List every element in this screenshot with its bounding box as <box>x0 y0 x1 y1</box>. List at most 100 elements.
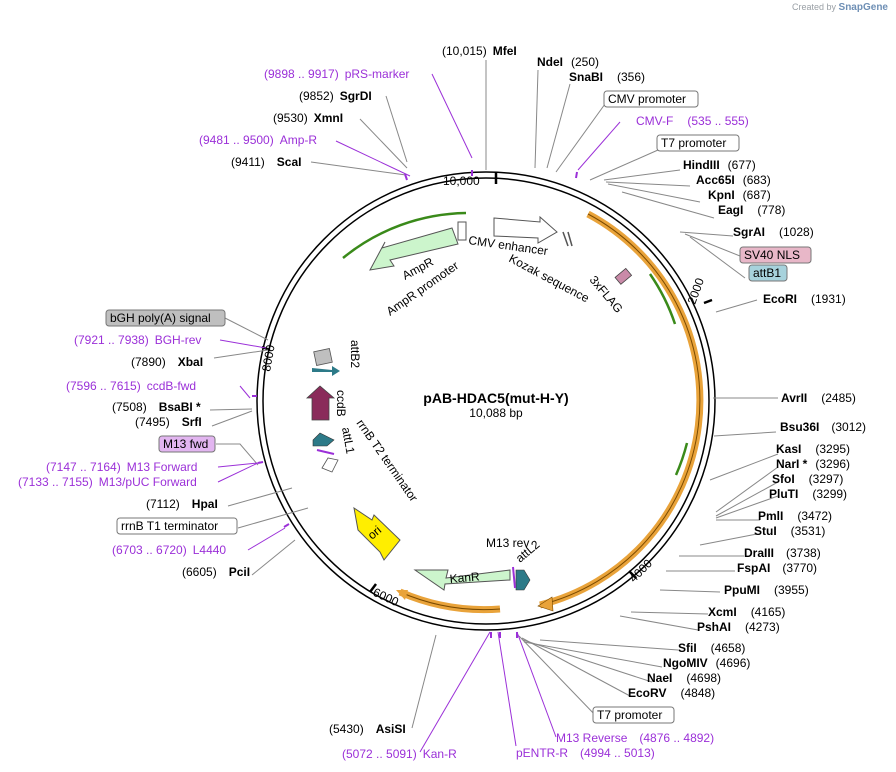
primer-leader-lines <box>217 73 621 753</box>
credit-prefix: Created by <box>791 2 837 12</box>
tick-marks <box>261 172 713 593</box>
attl1-label: attL1 <box>339 426 357 455</box>
enzyme-labels: (10,015)MfeI NdeI(250) SnaBI(356) (9852)… <box>112 44 866 736</box>
green-orf-arrows <box>342 211 689 476</box>
enzyme-label: AvrII(2485) <box>781 391 856 405</box>
lower-orf-arc <box>396 588 501 614</box>
bgh-polya-label: bGH poly(A) signal <box>110 311 211 325</box>
leader-lines <box>209 60 779 729</box>
kanr-arrow <box>413 569 511 591</box>
enzyme-label: EcoRV(4848) <box>628 686 715 700</box>
sv40-nls-label: SV40 NLS <box>744 248 800 262</box>
bgh-polya-box: bGH poly(A) signal <box>105 309 226 327</box>
snapgene-credit: Created by SnapGene <box>792 2 888 13</box>
enzyme-label: (7112)HpaI <box>146 497 218 511</box>
enzyme-label: NdeI(250) <box>537 55 599 69</box>
rrnb-t1-box: rrnB T1 terminator <box>116 517 238 535</box>
attl1-arrow <box>312 432 335 447</box>
m13-rev-label: M13 rev <box>486 536 529 550</box>
kanr-label: KanR <box>449 569 480 586</box>
enzyme-label: DraIII(3738) <box>744 546 821 560</box>
enzyme-label: HindIII(677) <box>683 158 756 172</box>
hdac5-orf-arc <box>537 210 704 612</box>
enzyme-label: (5430)AsiSI <box>329 722 406 736</box>
enzyme-label: PmlI(3472) <box>758 509 832 523</box>
enzyme-label: NgoMIV(4696) <box>663 656 750 670</box>
t7-promoter-top-label: T7 promoter <box>661 136 726 150</box>
credit-brand: SnapGene <box>838 2 888 13</box>
backbone <box>256 171 716 631</box>
flag-marker <box>614 267 633 285</box>
enzyme-label: KasI(3295) <box>776 442 850 456</box>
tick-label-10000: 10,000 <box>443 174 480 188</box>
primer-label: pENTR-R(4994 .. 5013) <box>516 746 655 760</box>
attb2-box <box>313 348 333 366</box>
cmv-promoter-label: CMV promoter <box>608 92 686 106</box>
enzyme-label: NaeI(4698) <box>647 671 721 685</box>
t7-promoter-top-box: T7 promoter <box>656 134 740 152</box>
primer-label: (7133 .. 7155)M13/pUC Forward <box>18 475 197 489</box>
enzyme-label: (9530)XmnI <box>273 111 343 125</box>
enzyme-label: SnaBI(356) <box>569 70 645 84</box>
primer-label: (9481 .. 9500)Amp-R <box>199 133 317 147</box>
primer-ticks <box>252 170 578 638</box>
primer-label: (5072 .. 5091)Kan-R <box>342 747 457 761</box>
enzyme-label: PluTI(3299) <box>769 487 847 501</box>
kozak-label: Kozak sequence <box>507 251 592 305</box>
kozak-mark <box>562 231 569 247</box>
enzyme-label: PshAI(4273) <box>697 620 780 634</box>
primer-label: (7921 .. 7938)BGH-rev <box>74 333 201 347</box>
attl2-arrow <box>515 569 531 591</box>
ampr-promoter-arrow <box>457 221 467 241</box>
attb1-label: attB1 <box>753 266 781 280</box>
m13-fwd-box: M13 fwd <box>158 435 216 453</box>
enzyme-label: EagI(778) <box>718 203 785 217</box>
enzyme-label: (7890)XbaI <box>131 355 203 369</box>
enzyme-label: NarI *(3296) <box>776 457 850 471</box>
enzyme-label: Acc65I(683) <box>696 173 771 187</box>
m13-fwd-label: M13 fwd <box>163 437 208 451</box>
primer-label: M13 Reverse(4876 .. 4892) <box>556 731 714 745</box>
enzyme-label: SfoI(3297) <box>772 472 843 486</box>
enzyme-label: (9852)SgrDI <box>299 89 372 103</box>
ccdb-label: ccdB <box>334 390 348 417</box>
rrnb-t1-label: rrnB T1 terminator <box>121 519 218 533</box>
enzyme-label: XcmI(4165) <box>708 605 785 619</box>
enzyme-label: SgrAI(1028) <box>733 225 814 239</box>
attb2-arrow <box>312 366 340 376</box>
rrnb-t2-label: rrnB T2 terminator <box>354 417 421 505</box>
enzyme-label: KpnI(687) <box>708 188 771 202</box>
enzyme-label: (7495)SrfI <box>135 415 202 429</box>
ori-arrow <box>353 506 401 561</box>
enzyme-label: StuI(3531) <box>754 524 825 538</box>
enzyme-label: SfiI(4658) <box>678 641 745 655</box>
plasmid-length: 10,088 bp <box>469 406 523 420</box>
primer-label: CMV-F(535 .. 555) <box>636 114 749 128</box>
rrnb-t2-arrow <box>321 457 339 473</box>
primer-label: (6703 .. 6720)L4440 <box>112 543 226 557</box>
t7-promoter-bottom-label: T7 promoter <box>597 708 662 722</box>
ampr-arrow <box>369 227 459 271</box>
enzyme-label: (10,015)MfeI <box>442 44 517 58</box>
cmv-promoter-box: CMV promoter <box>603 90 699 108</box>
enzyme-label: EcoRI(1931) <box>763 292 846 306</box>
t7-promoter-bottom-box: T7 promoter <box>592 706 675 724</box>
enzyme-label: PpuMI(3955) <box>724 583 809 597</box>
attb1-box: attB1 <box>748 264 788 282</box>
primer-labels: (9898 .. 9917)pRS-marker (9481 .. 9500)A… <box>18 67 749 761</box>
primer-label: (7596 .. 7615)ccdB-fwd <box>66 379 196 393</box>
attb2-label: attB2 <box>348 340 362 368</box>
primer-label: (9898 .. 9917)pRS-marker <box>264 67 409 81</box>
primer-label: (7147 .. 7164)M13 Forward <box>46 460 197 474</box>
enzyme-label: FspAI(3770) <box>737 561 817 575</box>
cmv-enhancer-arrow <box>493 215 558 244</box>
ccdb-arrow <box>305 385 336 421</box>
sv40-nls-box: SV40 NLS <box>739 246 812 264</box>
enzyme-label: (7508)BsaBI * <box>112 400 201 414</box>
tick-label-2000: 2000 <box>685 276 707 306</box>
plasmid-name: pAB-HDAC5(mut-H-Y) <box>423 390 568 406</box>
enzyme-label: (9411)ScaI <box>231 155 301 169</box>
enzyme-label: (6605)PciI <box>182 565 250 579</box>
enzyme-label: Bsu36I(3012) <box>780 420 866 434</box>
